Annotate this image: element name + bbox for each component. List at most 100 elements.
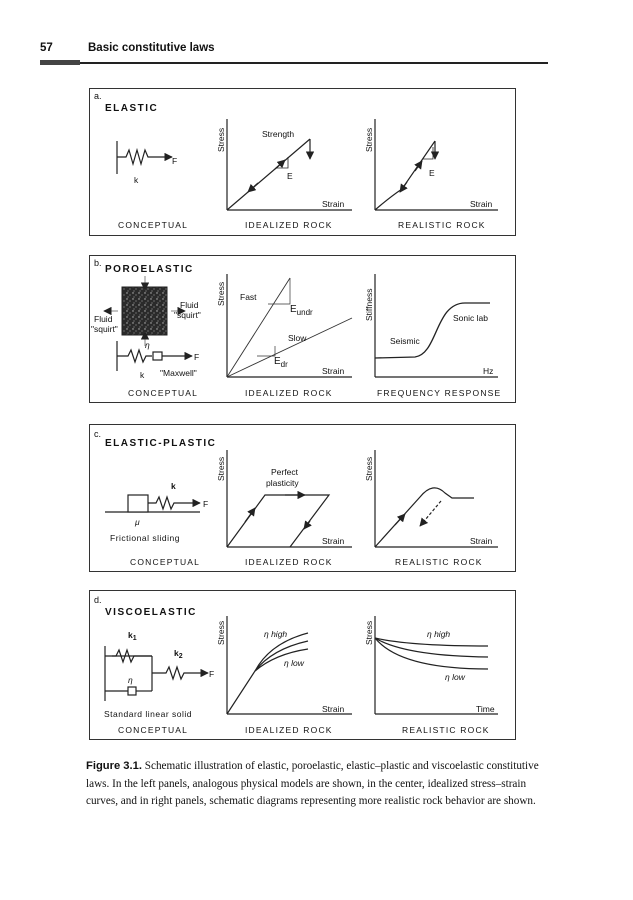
edr-label: Edr: [274, 356, 288, 369]
x-axis-label: Strain: [322, 536, 344, 546]
sonic-label: Sonic lab: [453, 313, 488, 323]
realistic-plastic-curve: [374, 487, 474, 548]
panel-index: b.: [94, 258, 102, 268]
eta-label: η: [128, 675, 133, 685]
header-bar: [40, 60, 80, 65]
friction-caption: Frictional sliding: [110, 533, 180, 543]
friction-coefficient: μ: [134, 517, 140, 527]
y-axis-label: Stress: [364, 128, 374, 152]
y-axis-label: Stress: [216, 282, 226, 306]
footer-conceptual: CONCEPTUAL: [118, 220, 188, 230]
footer-idealized: IDEALIZED ROCK: [245, 220, 333, 230]
footer-conceptual: CONCEPTUAL: [128, 388, 198, 398]
force-label: F: [172, 156, 177, 166]
panel-elastic: a. ELASTIC F k Stress Strain Strength E …: [89, 88, 516, 236]
panel-index: c.: [94, 429, 101, 439]
eta-low-label: η low: [284, 658, 305, 668]
panel-elastic-plastic-figure: c. ELASTIC-PLASTIC k F μ Frictional slid…: [94, 429, 498, 567]
running-header-title: Basic constitutive laws: [88, 42, 215, 54]
squirt-arrows: [103, 276, 186, 346]
footer-conceptual: CONCEPTUAL: [118, 725, 188, 735]
force-label: F: [203, 499, 208, 509]
spring-model: [116, 141, 173, 174]
fluid-label-right: Fluid: [180, 300, 199, 310]
footer-realistic: REALISTIC ROCK: [402, 725, 490, 735]
plastic-loop: [226, 490, 331, 548]
maxwell-model: [116, 341, 193, 371]
panel-title: ELASTIC-PLASTIC: [105, 438, 216, 449]
idealized-axes: [226, 616, 352, 715]
eta-high-label: η high: [264, 629, 287, 639]
idealized-axes: [226, 119, 352, 211]
frequency-curve: [374, 302, 490, 359]
y-axis-label: Stress: [216, 457, 226, 481]
friction-model: [105, 494, 201, 513]
x-axis-label: Strain: [470, 536, 492, 546]
fast-label: Fast: [240, 292, 257, 302]
panel-title: ELASTIC: [105, 103, 158, 114]
sls-caption: Standard linear solid: [104, 709, 192, 719]
spring-label: k: [134, 175, 139, 185]
panel-elastic-plastic: c. ELASTIC-PLASTIC k F μ Frictional slid…: [89, 424, 516, 572]
spring-label: k: [140, 370, 145, 380]
maxwell-label: "Maxwell": [160, 368, 197, 378]
caption-label: Figure 3.1.: [86, 760, 142, 772]
y-axis-label: Stress: [216, 128, 226, 152]
footer-realistic: FREQUENCY RESPONSE: [377, 388, 501, 398]
squirt-label-right: "squirt": [174, 310, 201, 320]
footer-idealized: IDEALIZED ROCK: [245, 557, 333, 567]
sls-model: [104, 646, 209, 701]
rock-sample: [121, 286, 168, 336]
y-axis-label: Stress: [216, 621, 226, 645]
viscoelastic-curves: [226, 632, 309, 715]
panel-poroelastic-figure: b. POROELASTIC Fluid "squirt" Fluid "squ…: [91, 258, 501, 398]
footer-realistic: REALISTIC ROCK: [398, 220, 486, 230]
footer-idealized: IDEALIZED ROCK: [245, 725, 333, 735]
seismic-label: Seismic: [390, 336, 421, 346]
fluid-label-left: Fluid: [94, 314, 113, 324]
x-axis-label: Hz: [483, 366, 493, 376]
plasticity-label: plasticity: [266, 478, 299, 488]
realistic-curve: [374, 140, 440, 211]
panel-title: POROELASTIC: [105, 264, 194, 275]
panel-title: VISCOELASTIC: [105, 607, 197, 618]
panel-viscoelastic-figure: d. VISCOELASTIC k1 k2 η F Standard linea…: [94, 595, 498, 735]
caption-text: Schematic illustration of elastic, poroe…: [86, 760, 539, 807]
x-axis-label: Strain: [322, 199, 344, 209]
eta-high-label: η high: [427, 629, 450, 639]
realistic-axes: [374, 450, 498, 548]
header-rule: [80, 62, 548, 64]
squirt-label-left: "squirt": [91, 324, 118, 334]
eta-low-label: η low: [445, 672, 466, 682]
realistic-axes: [374, 616, 498, 715]
y-axis-label: Stiffness: [364, 289, 374, 321]
figure-caption: Figure 3.1. Schematic illustration of el…: [86, 758, 548, 811]
spring-label: k: [171, 481, 176, 491]
eta-label: η: [145, 340, 150, 350]
y-axis-label: Stress: [364, 457, 374, 481]
footer-conceptual: CONCEPTUAL: [130, 557, 200, 567]
stiffness-lines: [226, 277, 353, 378]
force-label: F: [209, 669, 214, 679]
panel-poroelastic: b. POROELASTIC Fluid "squirt" Fluid "squ…: [89, 255, 516, 403]
panel-index: a.: [94, 91, 102, 101]
force-label: F: [194, 352, 199, 362]
x-axis-label: Strain: [322, 704, 344, 714]
x-axis-label: Time: [476, 704, 495, 714]
modulus-label: E: [287, 171, 293, 181]
footer-idealized: IDEALIZED ROCK: [245, 388, 333, 398]
modulus-label: E: [429, 168, 435, 178]
panel-elastic-figure: a. ELASTIC F k Stress Strain Strength E …: [94, 91, 498, 230]
panel-index: d.: [94, 595, 102, 605]
footer-realistic: REALISTIC ROCK: [395, 557, 483, 567]
x-axis-label: Strain: [322, 366, 344, 376]
perfect-label: Perfect: [271, 467, 299, 477]
k2-label: k2: [174, 648, 183, 660]
realistic-axes: [374, 119, 498, 211]
eundr-label: Eundr: [290, 304, 313, 317]
page-number: 57: [40, 42, 53, 54]
y-axis-label: Stress: [364, 621, 374, 645]
strength-label: Strength: [262, 129, 294, 139]
x-axis-label: Strain: [470, 199, 492, 209]
frequency-axes: [374, 274, 498, 378]
